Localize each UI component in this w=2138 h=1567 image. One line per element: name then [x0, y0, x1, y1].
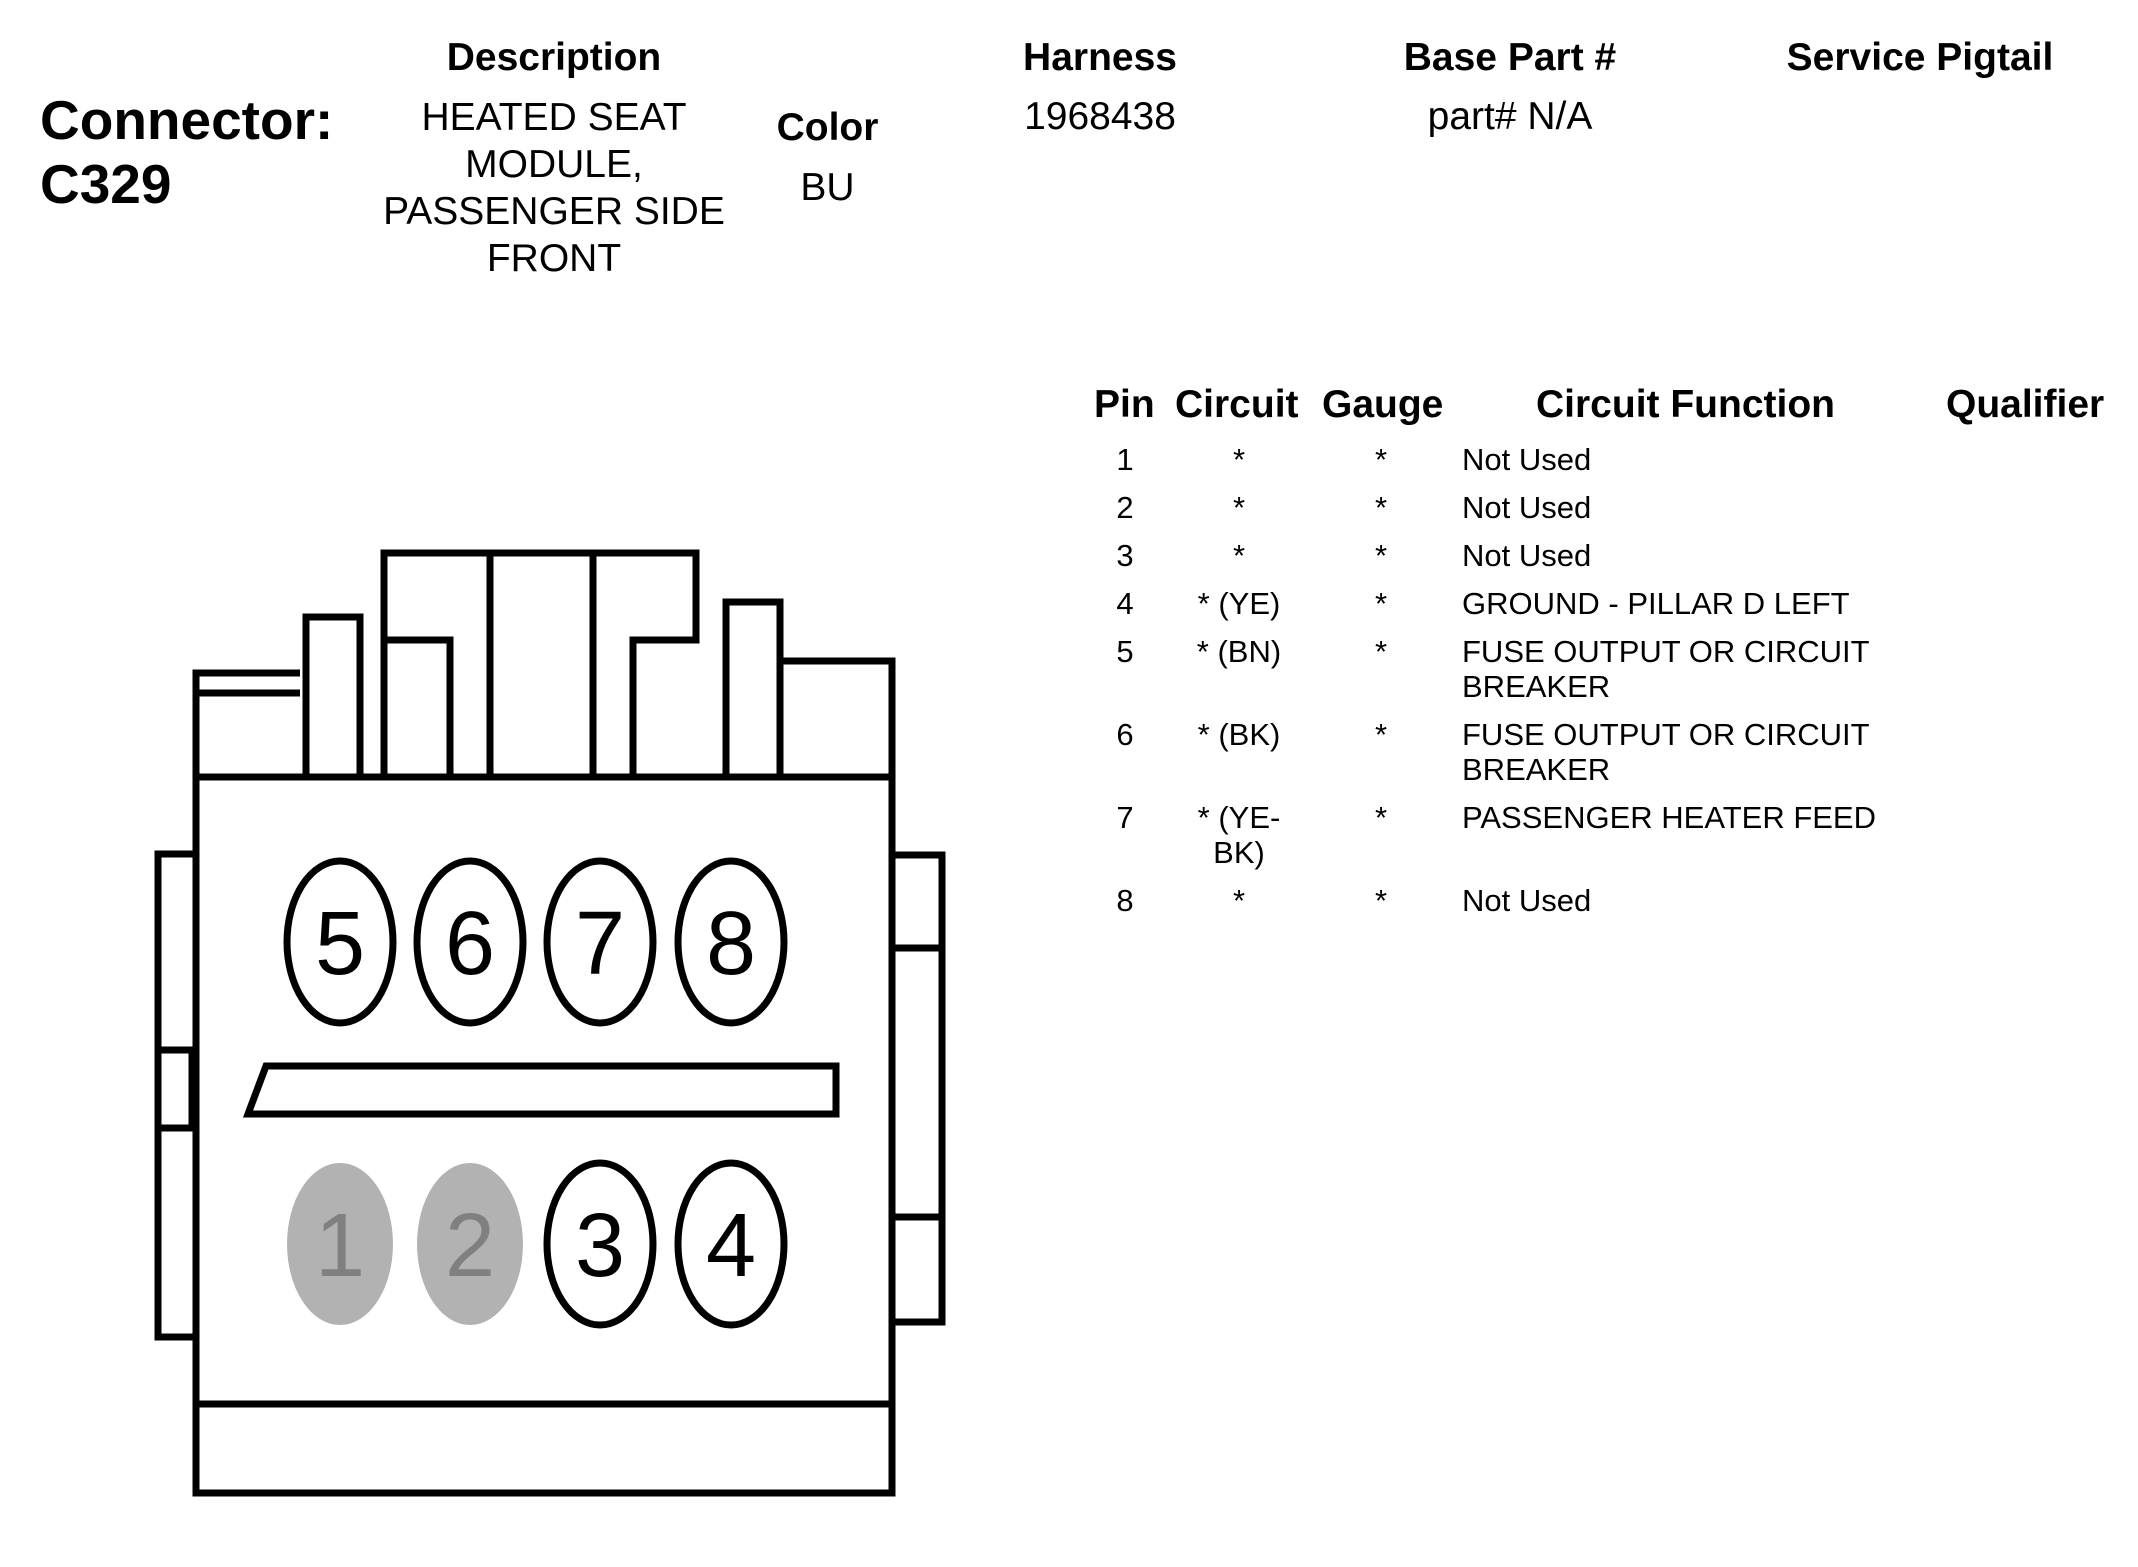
pin-number-label: 7 — [575, 894, 625, 994]
pin-number: 8 — [1116, 883, 1134, 918]
circuit-function: Not Used — [1462, 883, 1592, 918]
pin-number-label: 2 — [445, 1196, 495, 1296]
pin-number-label: 3 — [575, 1196, 625, 1296]
circuit-value: * — [1232, 538, 1246, 573]
gauge-value: * — [1374, 442, 1388, 477]
pin-number: 2 — [1116, 490, 1134, 525]
pin-4: 4 — [674, 1159, 788, 1329]
pin-number-label: 6 — [445, 894, 495, 994]
pin-3: 3 — [543, 1159, 657, 1329]
pin-8: 8 — [674, 857, 788, 1027]
circuit-value: * (YE) — [1197, 586, 1281, 621]
base-part-header: Base Part # — [1403, 36, 1617, 79]
connector-label-line1: Connector: — [40, 89, 334, 151]
pin-number: 6 — [1116, 717, 1134, 752]
circuit-function: FUSE OUTPUT OR CIRCUIT BREAKER — [1462, 717, 1870, 787]
pin-number: 7 — [1116, 800, 1134, 835]
pin-number-label: 4 — [706, 1196, 756, 1296]
gauge-column-header: Gauge — [1322, 383, 1444, 426]
pin-number: 4 — [1116, 586, 1134, 621]
pin-circle — [413, 857, 527, 1027]
pin-number: 5 — [1116, 634, 1134, 669]
circuit-function: Not Used — [1462, 490, 1592, 525]
circuit-function: FUSE OUTPUT OR CIRCUIT BREAKER — [1462, 634, 1870, 704]
gauge-value: * — [1374, 883, 1388, 918]
harness-header: Harness — [1023, 36, 1177, 79]
circuit-value: * — [1232, 442, 1246, 477]
pin-column-header: Pin — [1094, 383, 1155, 426]
circuit-function: Not Used — [1462, 538, 1592, 573]
pin-circle — [543, 857, 657, 1027]
pin-number: 3 — [1116, 538, 1134, 573]
circuit-function: GROUND - PILLAR D LEFT — [1462, 586, 1850, 621]
pin-circle — [674, 857, 788, 1027]
circuit-function: PASSENGER HEATER FEED — [1462, 800, 1876, 835]
gauge-value: * — [1374, 490, 1388, 525]
gauge-value: * — [1374, 634, 1388, 669]
gauge-value: * — [1374, 800, 1388, 835]
harness-value: 1968438 — [1024, 95, 1176, 138]
pin-1: 1 — [287, 1163, 393, 1325]
connector-housing — [154, 549, 946, 1497]
circuit-value: * — [1232, 883, 1246, 918]
gauge-value: * — [1374, 586, 1388, 621]
pin-circle — [283, 857, 397, 1027]
pin-number-label: 1 — [315, 1196, 365, 1296]
circuit-function-column-header: Circuit Function — [1536, 383, 1835, 426]
description-text: HEATED SEAT MODULE, PASSENGER SIDE FRONT — [383, 96, 725, 280]
gauge-value: * — [1374, 538, 1388, 573]
pin-6: 6 — [413, 857, 527, 1027]
connector-id: C329 — [40, 153, 172, 215]
pin-7: 7 — [543, 857, 657, 1027]
color-header: Color — [776, 106, 879, 149]
circuit-value: * (BN) — [1196, 634, 1282, 669]
pin-number-label: 5 — [315, 894, 365, 994]
base-part-value: part# N/A — [1427, 95, 1593, 138]
circuit-value: * (YE-BK) — [1197, 800, 1281, 870]
pin-circle — [417, 1163, 523, 1325]
pin-2: 2 — [417, 1163, 523, 1325]
qualifier-column-header: Qualifier — [1946, 383, 2105, 426]
connector-label: Connector: C329 — [40, 88, 333, 216]
pin-number: 1 — [1116, 442, 1134, 477]
pin-circle — [287, 1163, 393, 1325]
circuit-value: * — [1232, 490, 1246, 525]
description-header: Description — [446, 36, 662, 79]
pin-5: 5 — [283, 857, 397, 1027]
circuit-value: * (BK) — [1197, 717, 1281, 752]
service-pigtail-header: Service Pigtail — [1786, 36, 2054, 79]
circuit-function: Not Used — [1462, 442, 1592, 477]
gauge-value: * — [1374, 717, 1388, 752]
circuit-column-header: Circuit — [1175, 383, 1299, 426]
pin-number-label: 8 — [706, 894, 756, 994]
pin-circle — [674, 1159, 788, 1329]
color-value: BU — [800, 166, 855, 209]
pin-circle — [543, 1159, 657, 1329]
